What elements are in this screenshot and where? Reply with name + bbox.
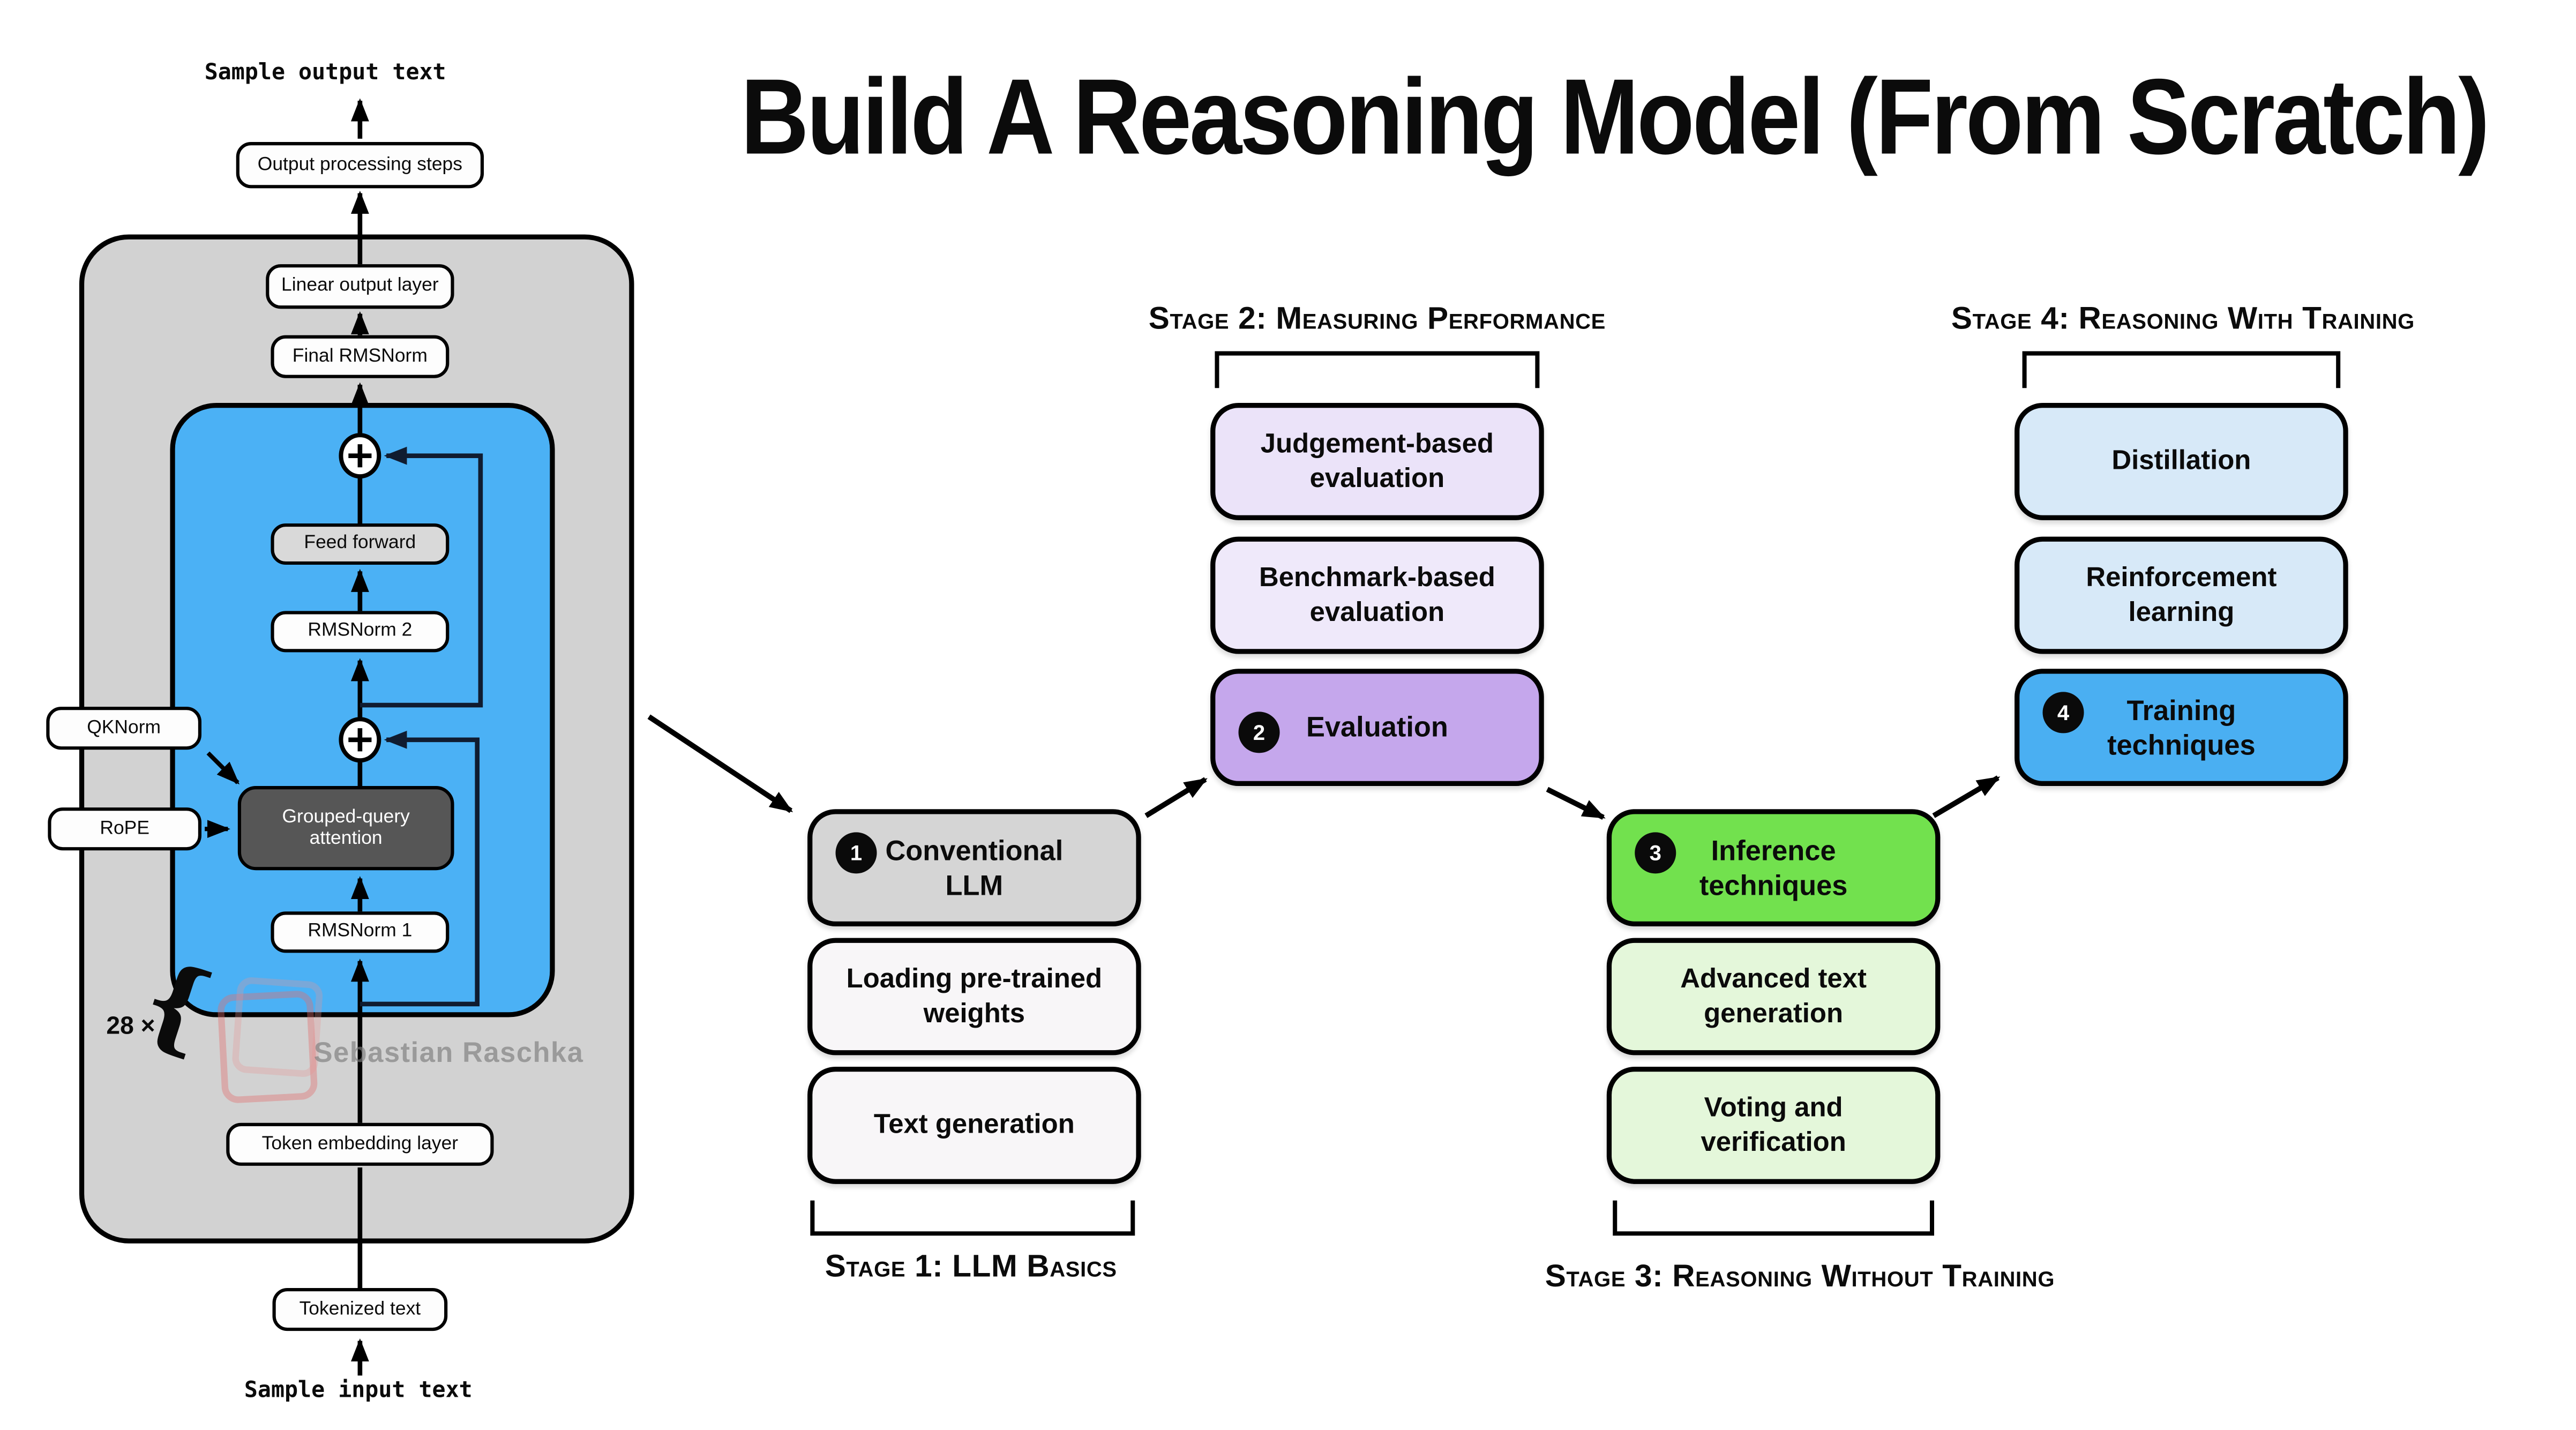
feed-forward-box: Feed forward [271,523,450,565]
stage3-voting-verification-box: Voting and verification [1606,1067,1941,1184]
stage1-bracket [810,1200,1135,1236]
arrow-architecture-to-stage1 [647,714,793,813]
arrow-stage3-to-stage4 [1932,775,2001,818]
stage4-label: Stage 4: Reasoning With Training [1951,302,2415,337]
stage3-bracket [1613,1200,1935,1236]
stage4-bracket [2022,351,2341,388]
stage4-box2-label: Reinforcement learning [2086,562,2277,627]
stage4-box3-label: Training techniques [2107,694,2256,761]
stage3-label: Stage 3: Reasoning Without Training [1545,1260,2055,1295]
stage3-inference-techniques-box: 3 Inference techniques [1606,809,1941,927]
stage1-text-generation-box: Text generation [807,1067,1141,1184]
stage1-badge: 1 [835,832,877,874]
stage4-badge: 4 [2042,692,2084,733]
arrow-stage1-to-evaluation [1144,777,1208,818]
sample-output-text: Sample output text [204,59,446,86]
stage2-badge: 2 [1238,712,1280,753]
linear-output-layer-box: Linear output layer [266,264,454,309]
final-rmsnorm-box: Final RMSNorm [271,335,450,378]
stage2-box3-label: Evaluation [1306,712,1448,743]
stage4-training-techniques-box: 4 Training techniques [2015,669,2348,787]
stage2-bracket [1215,351,1540,388]
stage1-box1-label: Conventional LLM [885,834,1064,901]
grouped-query-attention-box: Grouped-query attention [237,786,454,871]
stage4-reinforcement-learning-box: Reinforcement learning [2015,536,2348,654]
sample-input-text: Sample input text [244,1377,473,1404]
stage3-advanced-text-generation-box: Advanced text generation [1606,938,1941,1055]
rmsnorm1-box: RMSNorm 1 [271,911,450,953]
token-embedding-box: Token embedding layer [226,1122,494,1166]
stage2-benchmark-evaluation-box: Benchmark-based evaluation [1210,536,1544,654]
stage3-box2-label: Advanced text generation [1680,963,1867,1028]
stage1-conventional-llm-box: 1 Conventional LLM [807,809,1141,927]
stage2-box2-label: Benchmark-based evaluation [1259,562,1495,627]
stage1-box2-label: Loading pre-trained weights [846,963,1103,1028]
stage3-box3-label: Voting and verification [1701,1092,1846,1157]
watermark-text: Sebastian Raschka [313,1037,584,1069]
rmsnorm2-box: RMSNorm 2 [271,611,450,653]
output-processing-box: Output processing steps [236,142,484,189]
watermark-logo-icon [231,976,324,1078]
stage4-distillation-box: Distillation [2015,403,2348,520]
tokenized-text-box: Tokenized text [272,1287,448,1331]
stage2-label: Stage 2: Measuring Performance [1148,302,1606,337]
stage4-box1-label: Distillation [2111,446,2251,476]
arrow-evaluation-to-stage3 [1546,787,1606,820]
stage2-judgement-evaluation-box: Judgement-based evaluation [1210,403,1544,520]
stage3-badge: 3 [1635,832,1676,874]
stage2-evaluation-box: 2 Evaluation [1210,669,1544,787]
stage1-loading-weights-box: Loading pre-trained weights [807,938,1141,1055]
stage2-box1-label: Judgement-based evaluation [1260,428,1494,493]
page-title: Build A Reasoning Model (From Scratch) [740,55,2490,176]
repeat-28x-label: 28 × [106,1012,155,1040]
rope-box: RoPE [48,807,202,851]
stage1-label: Stage 1: LLM Basics [825,1250,1117,1285]
stage3-box1-label: Inference techniques [1699,834,1848,901]
stage1-box3-label: Text generation [873,1110,1075,1140]
qknorm-box: QKNorm [46,707,202,750]
